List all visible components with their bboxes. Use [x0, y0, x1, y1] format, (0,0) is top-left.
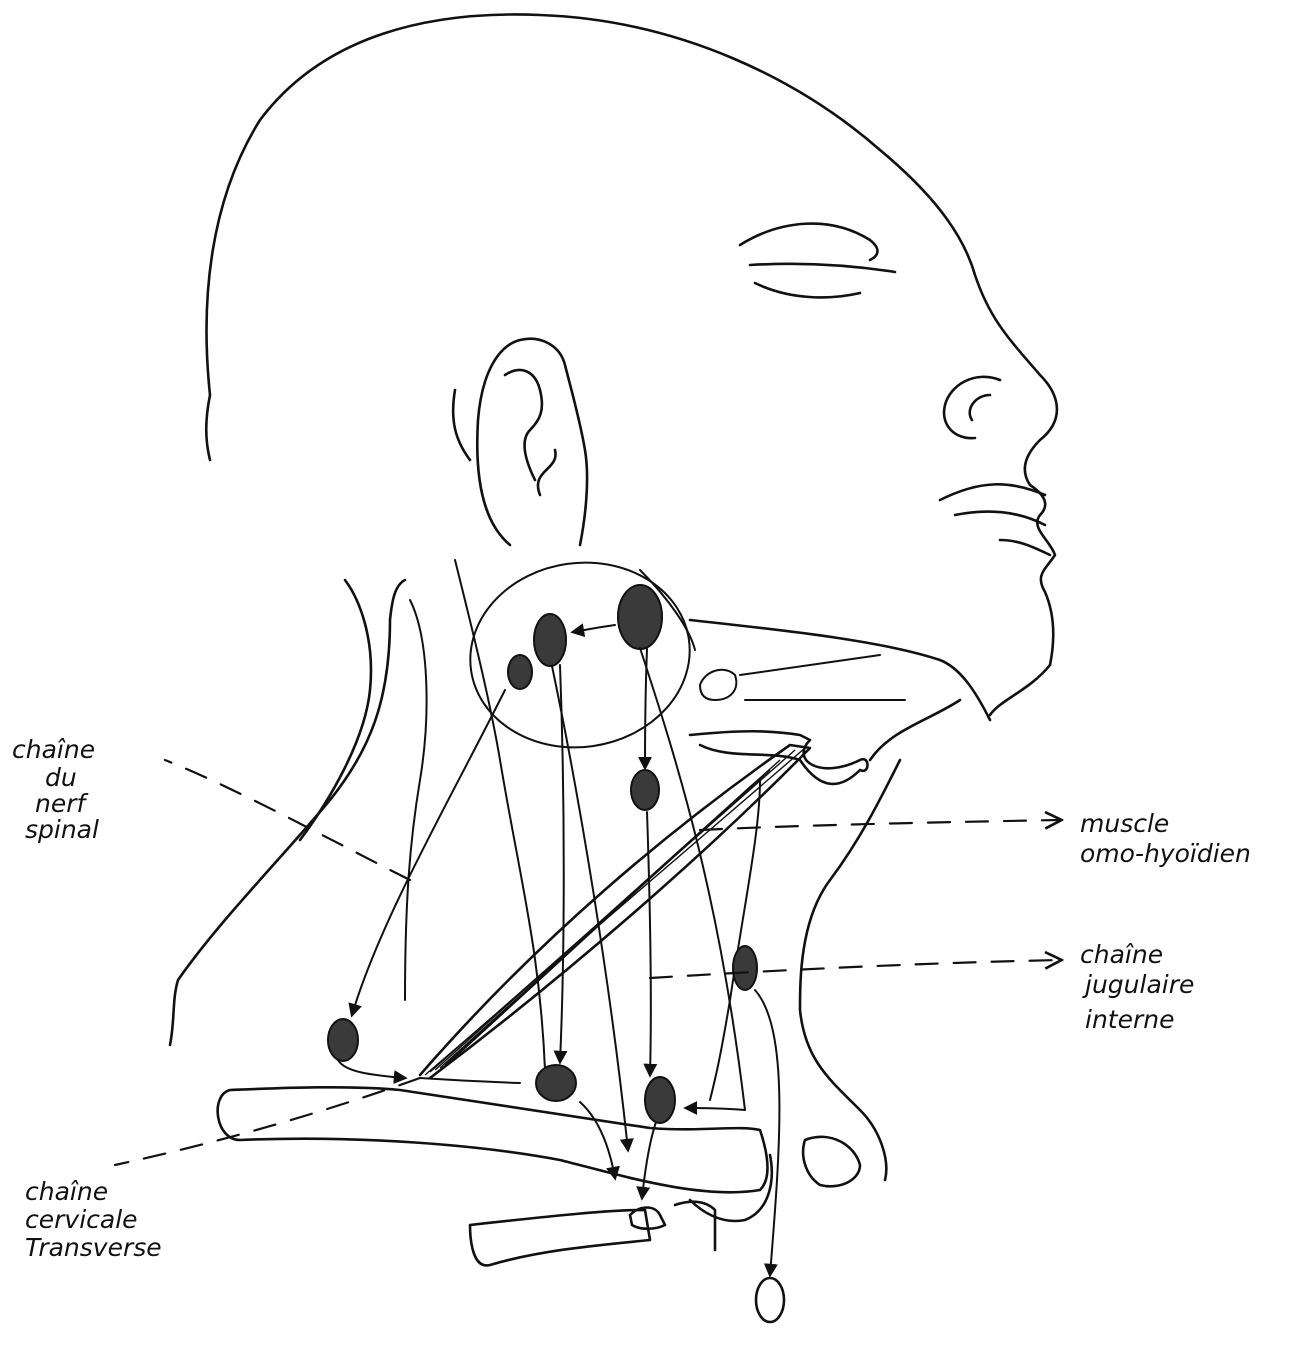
label-line: muscle — [1080, 809, 1169, 838]
label-line: chaîne — [12, 735, 95, 764]
label-line: interne — [1085, 1005, 1174, 1034]
lymph-node — [733, 946, 757, 990]
lymph-node — [536, 1065, 576, 1101]
lymph-node — [328, 1019, 358, 1061]
lymph-nodes — [328, 585, 757, 1123]
trachea-vessels — [470, 1137, 860, 1322]
lymph-node — [508, 655, 532, 689]
label-line: omo-hyoïdien — [1080, 839, 1251, 868]
lymph-node — [645, 1077, 675, 1123]
larynx-strip — [690, 731, 868, 784]
label-line: spinal — [25, 815, 99, 844]
lymph-node — [534, 614, 566, 666]
leader-lines — [115, 760, 1060, 1165]
omohyoid-muscle — [420, 745, 810, 1078]
label-cervicale-transverse: chaîne cervicale Transverse — [25, 1177, 162, 1262]
drainage-arrows — [338, 625, 779, 1275]
hyoid-small — [700, 670, 736, 700]
label-line: du — [45, 763, 77, 792]
lymph-node — [618, 585, 662, 649]
label-line: cervicale — [25, 1205, 138, 1234]
label-jugulaire-interne: chaîne jugulaire interne — [1080, 940, 1194, 1034]
label-nerf-spinal: chaîne du nerf spinal — [12, 735, 99, 844]
lymph-node — [631, 770, 659, 810]
submandibular-lines — [740, 655, 905, 700]
label-line: jugulaire — [1082, 970, 1194, 999]
clavicle — [218, 1087, 768, 1192]
label-line: chaîne — [1080, 940, 1163, 969]
label-line: chaîne — [25, 1177, 108, 1206]
label-omohyoidien: muscle omo-hyoïdien — [1080, 809, 1251, 868]
label-line: nerf — [35, 789, 89, 818]
head-outline — [206, 14, 1057, 760]
label-line: Transverse — [25, 1233, 162, 1262]
